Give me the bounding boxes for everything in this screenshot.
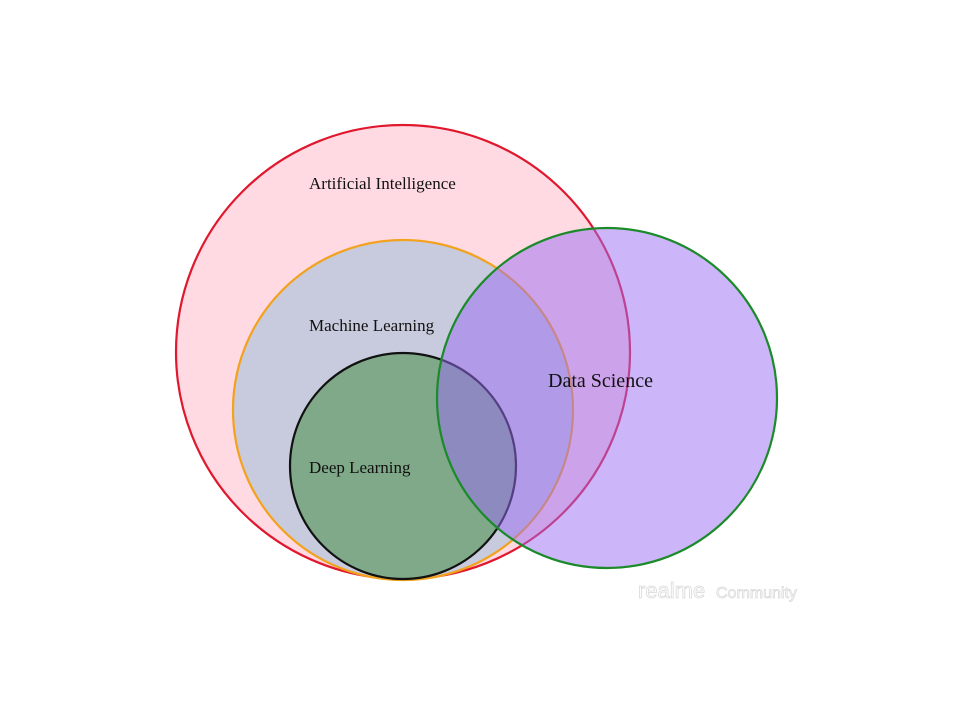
- data-science-outline: [435, 226, 779, 570]
- watermark-brand: realme: [638, 578, 705, 603]
- artificial-intelligence-label: Artificial Intelligence: [309, 174, 456, 193]
- machine-learning-label: Machine Learning: [309, 316, 435, 335]
- watermark-suffix: Community: [716, 585, 797, 602]
- data-science-circle: [437, 228, 777, 568]
- deep-learning-label: Deep Learning: [309, 458, 411, 477]
- data-science-label: Data Science: [548, 370, 653, 392]
